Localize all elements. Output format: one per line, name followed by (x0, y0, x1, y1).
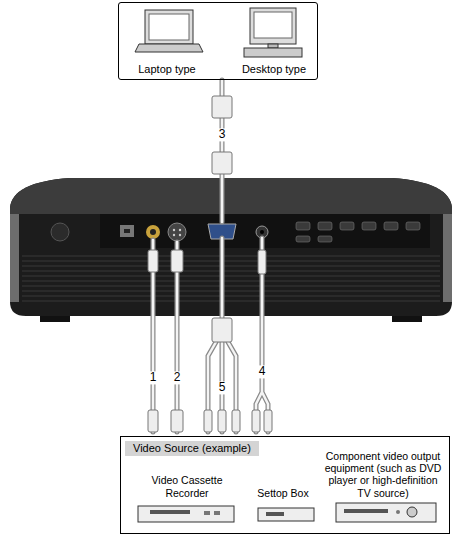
usb-port (120, 225, 134, 237)
svideo-pin (173, 234, 175, 236)
device-label: Video Cassette Recorder (129, 474, 245, 499)
vcr-slot (150, 510, 190, 514)
vcr-body (138, 506, 234, 522)
vent-line (22, 285, 440, 287)
projector-side (10, 214, 19, 302)
component-tray (344, 509, 388, 513)
button (406, 222, 420, 230)
vent-line (22, 280, 440, 282)
projector (10, 178, 452, 322)
vcr-icon (138, 506, 234, 522)
buttons (296, 222, 420, 242)
video-plug (148, 250, 158, 272)
component-knob (407, 507, 417, 517)
component-knob (396, 510, 400, 514)
vent-grill (22, 256, 440, 301)
svideo-plug (171, 410, 183, 432)
plugs (148, 96, 272, 432)
power-socket (51, 223, 69, 241)
button (296, 236, 310, 242)
vent-line (22, 290, 440, 292)
settop-display (266, 512, 284, 516)
vcr-button (204, 511, 210, 515)
settop-body (258, 508, 314, 521)
callout-number: 4 (257, 365, 268, 378)
svideo-pin (173, 229, 175, 231)
projector-side (443, 214, 452, 302)
monitor-display (254, 12, 292, 38)
computer-box: Laptop type Desktop type (118, 2, 318, 80)
projector-foot (392, 316, 422, 322)
monitor (250, 8, 296, 44)
laptop-display (149, 14, 189, 40)
button (362, 222, 376, 230)
vent-line (22, 300, 440, 302)
video-port-inner (150, 229, 156, 235)
laptop-icon (135, 10, 203, 52)
settop-icon (258, 508, 314, 521)
desktop-base (244, 48, 302, 57)
component-icon (336, 503, 436, 522)
projector-foot (40, 316, 70, 322)
cables (153, 80, 268, 432)
component-body (336, 503, 436, 522)
vga-plug (212, 152, 232, 174)
video-plug (148, 410, 158, 432)
audio-port-inner (260, 230, 264, 234)
callout-number: 2 (172, 371, 183, 384)
port-panel (100, 214, 430, 248)
cable-outline (153, 80, 268, 432)
button (340, 222, 354, 230)
svideo-plug (171, 250, 183, 272)
rca-plug (204, 410, 212, 432)
svideo-port (168, 223, 186, 241)
button (318, 236, 332, 242)
usb-port-inner (124, 229, 130, 233)
section-heading: Video Source (example) (125, 441, 259, 456)
video-port (146, 225, 160, 239)
vent-line (22, 295, 440, 297)
svideo-pin (179, 229, 181, 231)
callout-number: 1 (148, 371, 159, 384)
vcr-button (214, 511, 220, 515)
device-type-label: Desktop type (234, 63, 314, 76)
callout-number: 3 (217, 128, 228, 141)
audio-plug (258, 250, 266, 274)
vent-line (22, 275, 440, 277)
device-label: Settop Box (249, 487, 317, 499)
device-label-box: Settop Box (249, 487, 317, 499)
laptop-screen (145, 10, 193, 44)
device-type-label: Laptop type (127, 63, 207, 76)
laptop-base (135, 44, 203, 52)
vent-line (22, 265, 440, 267)
rca-plug (218, 410, 226, 432)
projector-rim (10, 178, 452, 214)
rca-plug (264, 410, 272, 432)
device-label: Component video output equipment (such a… (321, 450, 445, 500)
button (318, 222, 332, 230)
rca-plug (252, 410, 260, 432)
vga-plug (212, 96, 232, 118)
device-label-box: Video Cassette Recorder (129, 474, 245, 499)
vent-line (22, 270, 440, 272)
vent-line (22, 255, 440, 257)
callout-number: 5 (217, 381, 228, 394)
projector-body (10, 178, 452, 316)
device-label-box: Component video output equipment (such a… (321, 450, 445, 500)
rca-plug (232, 410, 240, 432)
vent-line (22, 260, 440, 262)
button (296, 222, 310, 230)
cable-core (153, 80, 268, 432)
button (384, 222, 398, 230)
svideo-pin (179, 234, 181, 236)
monitor-neck (268, 44, 278, 48)
vga-plug (212, 318, 232, 342)
desktop-icon (244, 8, 302, 57)
video-source-box: Video Source (example) Video Cassette Rec… (120, 436, 450, 534)
